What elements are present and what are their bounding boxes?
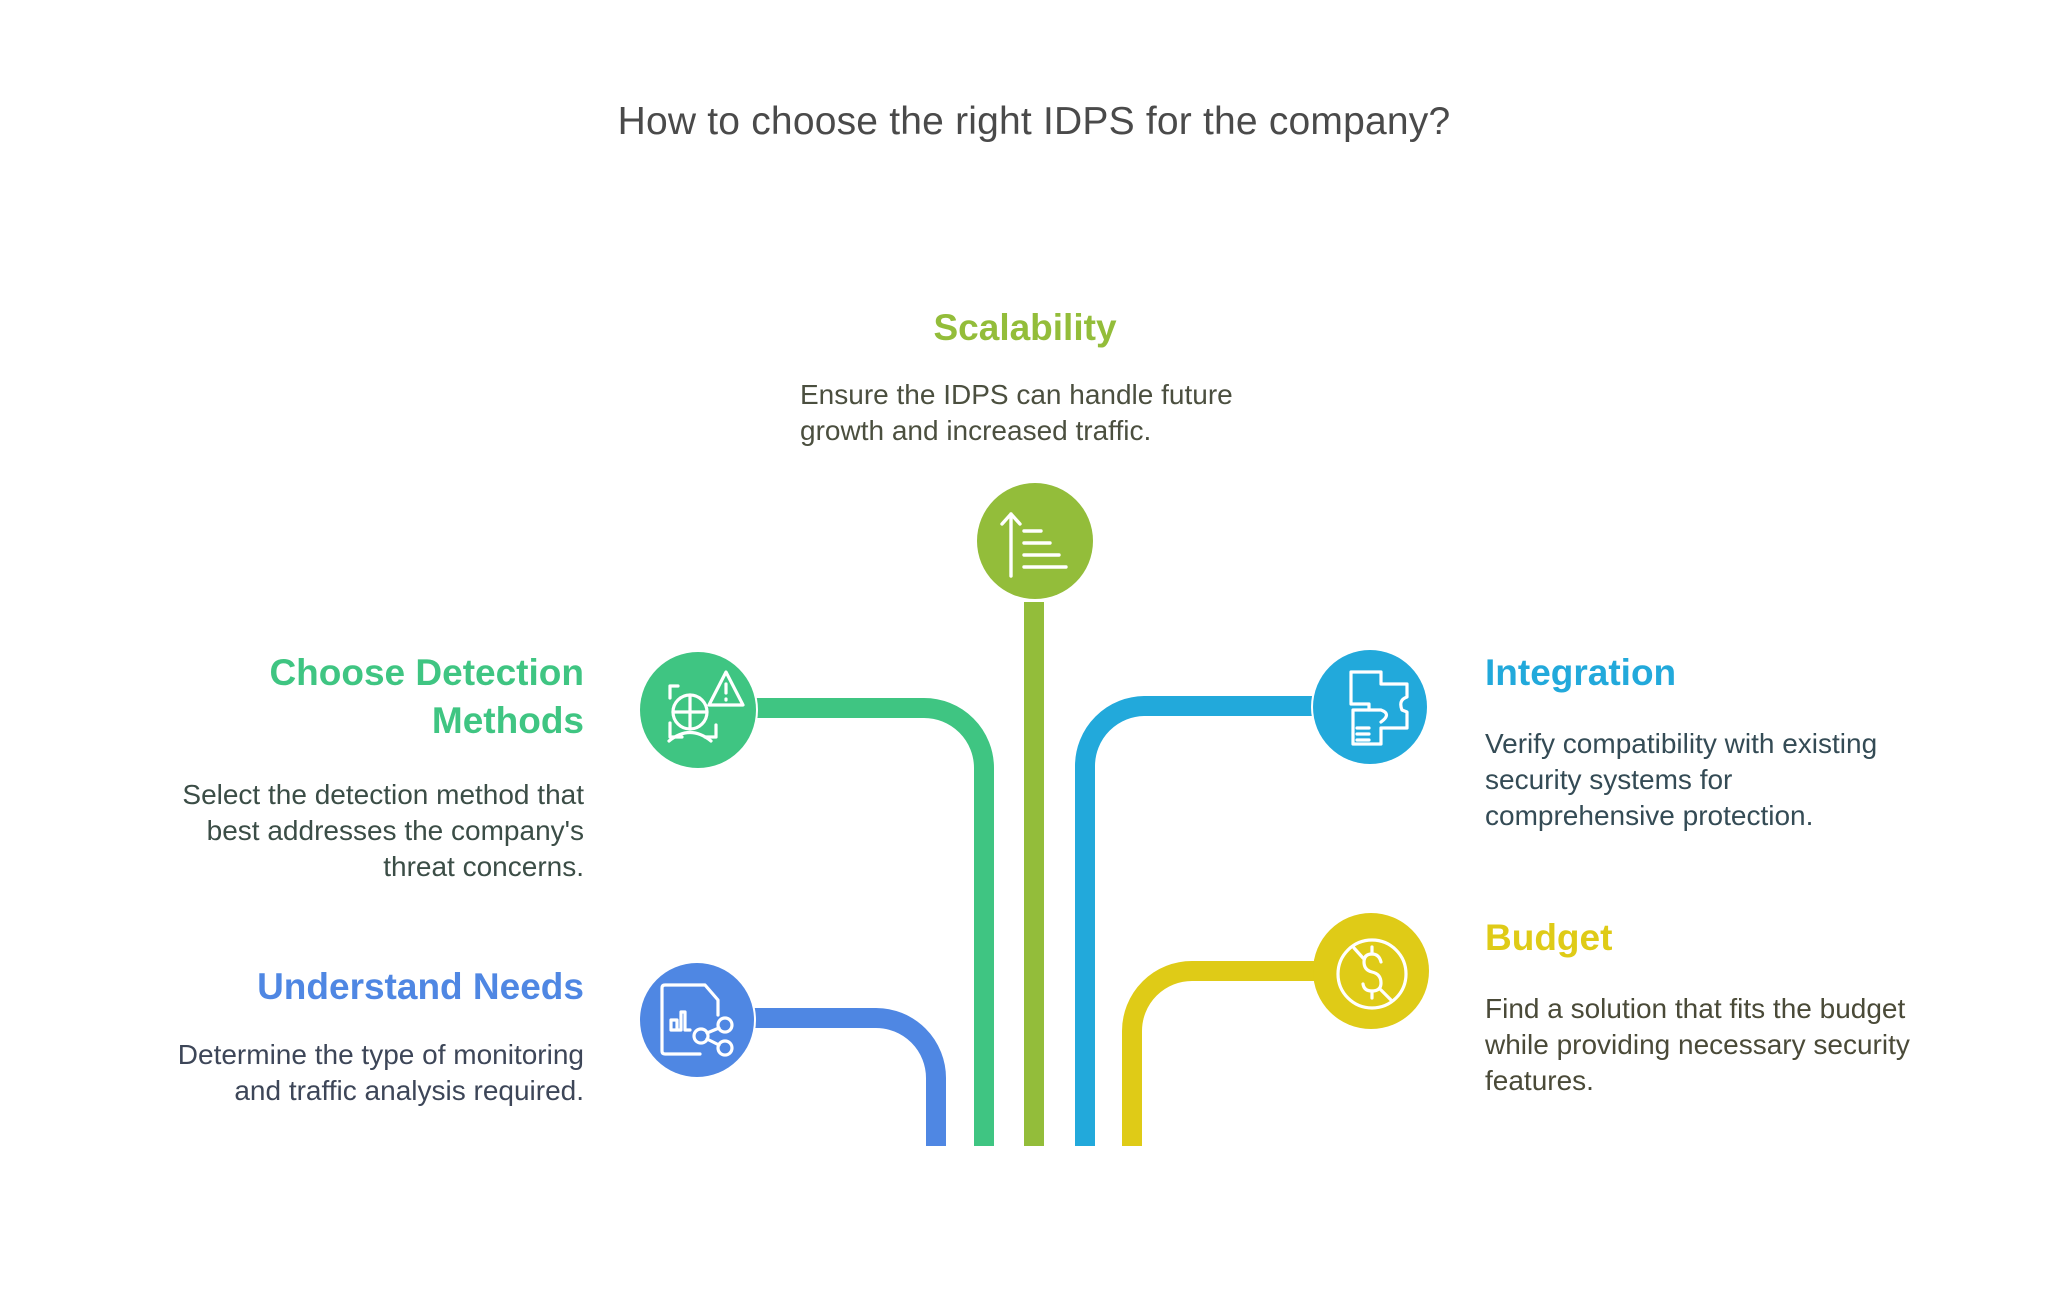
connector-detection (740, 698, 994, 1146)
budget-description-line: while providing necessary security (1485, 1029, 1910, 1060)
budget-heading: Budget (1485, 917, 1613, 958)
understand-needs-description-line: Determine the type of monitoring (177, 1039, 584, 1070)
detection-description-line: threat concerns. (383, 851, 584, 882)
connector-budget (1122, 961, 1330, 1146)
page-title: How to choose the right IDPS for the com… (617, 100, 1451, 143)
scalability-description: Ensure the IDPS can handle future growth… (800, 377, 1300, 449)
scalability-description-line: Ensure the IDPS can handle future (800, 379, 1233, 410)
scalability-heading: Scalability (933, 307, 1117, 348)
connector-understand-needs (740, 1008, 946, 1146)
budget-description-line: Find a solution that fits the budget (1485, 993, 1906, 1024)
scalability-node (977, 483, 1093, 599)
budget-description: Find a solution that fits the budget whi… (1485, 991, 2045, 1099)
understand-needs-description-line: and traffic analysis required. (234, 1075, 584, 1106)
integration-node (1311, 648, 1429, 766)
budget-node (1313, 913, 1429, 1029)
face-scan-warning-icon (667, 670, 745, 743)
document-chart-share-icon (660, 983, 734, 1057)
detection-heading-line: Methods (431, 700, 584, 741)
detection-node (638, 650, 758, 770)
detection-description: Select the detection method that best ad… (80, 777, 584, 885)
budget-description-line: features. (1485, 1065, 1594, 1096)
integration-description: Verify compatibility with existing secur… (1485, 726, 2005, 834)
integration-description-line: Verify compatibility with existing (1485, 728, 1878, 759)
no-dollar-icon (1336, 938, 1408, 1010)
integration-description-line: comprehensive protection. (1485, 800, 1814, 831)
connector-integration (1075, 696, 1330, 1146)
detection-description-line: best addresses the company's (206, 815, 584, 846)
integration-description-line: security systems for (1485, 764, 1733, 795)
understand-needs-node (638, 961, 756, 1079)
detection-description-line: Select the detection method that (182, 779, 584, 810)
detection-heading-line: Choose Detection (269, 652, 584, 693)
scale-up-arrow-icon (1000, 512, 1068, 578)
puzzle-pieces-icon (1349, 670, 1409, 746)
integration-heading: Integration (1485, 652, 1677, 693)
detection-heading: Choose Detection Methods (180, 649, 584, 745)
understand-needs-description: Determine the type of monitoring and tra… (80, 1037, 584, 1109)
understand-needs-heading: Understand Needs (257, 966, 584, 1007)
scalability-description-line: growth and increased traffic. (800, 415, 1152, 446)
